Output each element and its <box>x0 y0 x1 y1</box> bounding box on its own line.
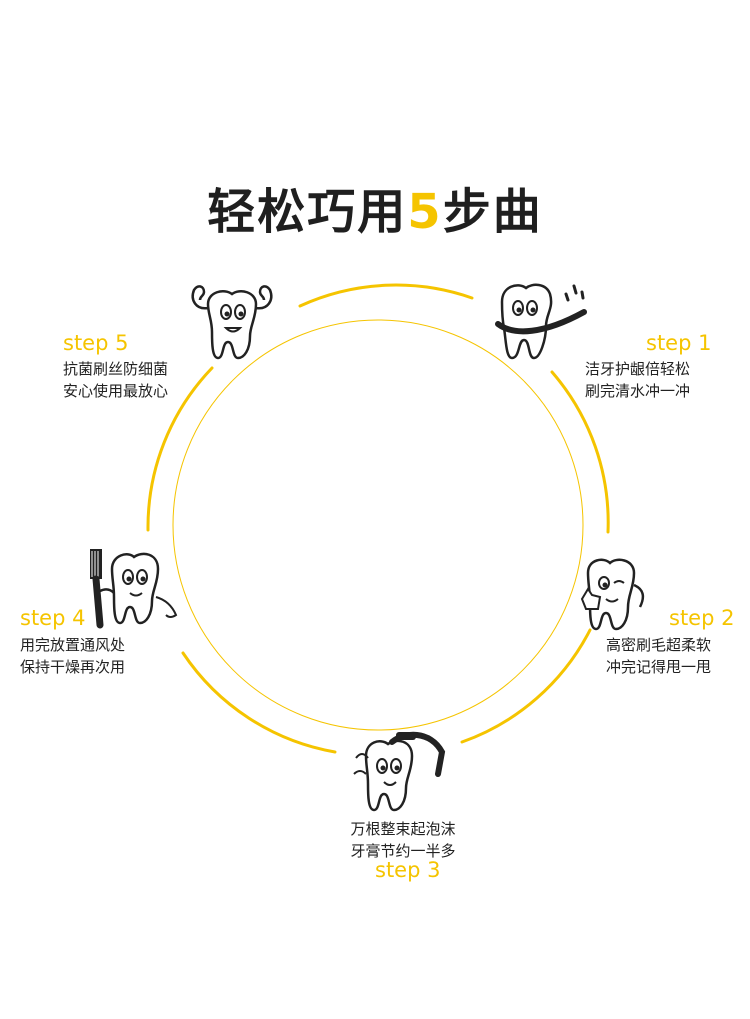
step-4-description: 用完放置通风处 保持干燥再次用 <box>20 634 125 678</box>
step-1-line-1: 洁牙护龈倍轻松 <box>585 360 691 378</box>
tooth-thumbs-up-icon <box>580 558 645 631</box>
step-5-line-2: 安心使用最放心 <box>63 382 169 400</box>
step-3-line-2: 牙膏节约一半多 <box>350 842 456 860</box>
page-title: 轻松巧用5步曲 <box>0 172 750 242</box>
step-1-description: 洁牙护龈倍轻松 刷完清水冲一冲 <box>585 358 690 402</box>
title-suffix: 步曲 <box>442 184 543 240</box>
step-4-line-2: 保持干燥再次用 <box>20 658 126 676</box>
step-4-label: step 4 <box>20 606 86 630</box>
step-5-description: 抗菌刷丝防细菌 安心使用最放心 <box>63 358 168 402</box>
step-4-line-1: 用完放置通风处 <box>20 636 126 654</box>
outer-arc-left <box>146 366 214 532</box>
outer-arc-top <box>298 283 474 308</box>
step-1-label: step 1 <box>646 331 712 355</box>
title-accent-number: 5 <box>407 184 443 240</box>
step-1-line-2: 刷完清水冲一冲 <box>585 382 691 400</box>
step-2-description: 高密刷毛超柔软 冲完记得甩一甩 <box>606 634 711 678</box>
step-2-line-1: 高密刷毛超柔软 <box>606 636 712 654</box>
step-2-label: step 2 <box>669 606 735 630</box>
tooth-with-toothbrush-icon <box>495 283 587 360</box>
outer-arc-bottom-left <box>181 651 337 754</box>
outer-arc-bottom-right <box>460 628 592 744</box>
outer-arc-right <box>550 370 610 534</box>
step-5-line-1: 抗菌刷丝防细菌 <box>63 360 169 378</box>
step-3-line-1: 万根整束起泡沫 <box>350 820 456 838</box>
strong-tooth-icon <box>191 285 273 360</box>
outer-arc-segments <box>146 283 610 754</box>
step-2-line-2: 冲完记得甩一甩 <box>606 658 712 676</box>
step-3-description: 万根整束起泡沫 牙膏节约一半多 <box>348 818 458 862</box>
inner-circle <box>172 319 584 731</box>
tooth-holding-toothbrush-icon <box>353 731 446 812</box>
tooth-with-standing-toothbrush-icon <box>90 549 178 629</box>
step-3-label: step 3 <box>375 858 441 882</box>
step-5-label: step 5 <box>63 331 129 355</box>
title-main: 轻松巧用 <box>207 184 408 240</box>
